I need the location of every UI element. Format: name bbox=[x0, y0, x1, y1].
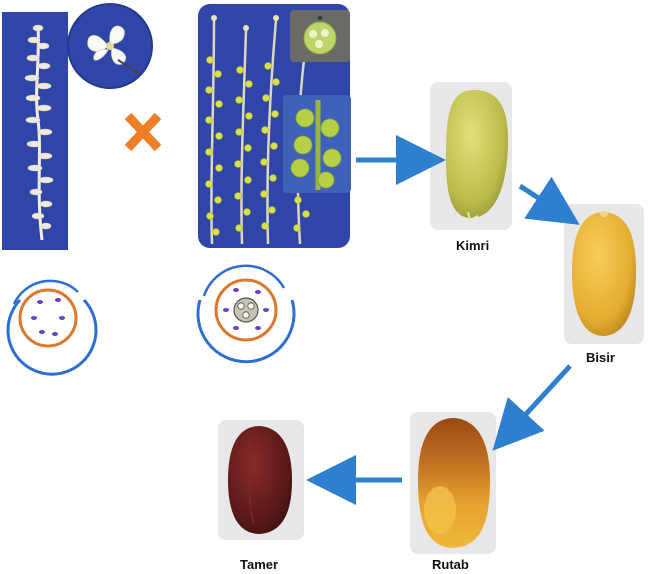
kimri-fruit-image bbox=[430, 82, 512, 230]
female-floral-diagram bbox=[196, 264, 296, 364]
arrow-icon bbox=[518, 176, 580, 225]
male-flower-closeup bbox=[67, 3, 153, 89]
tamer-fruit-image bbox=[218, 420, 304, 540]
kimri-label: Kimri bbox=[456, 238, 490, 253]
arrow-icon bbox=[492, 364, 572, 451]
bisir-label: Bisir bbox=[586, 350, 615, 365]
female-flower-closeup bbox=[290, 10, 350, 62]
cross-icon bbox=[124, 112, 162, 152]
tamer-label: Tamer bbox=[240, 557, 279, 572]
rutab-label: Rutab bbox=[432, 557, 469, 572]
male-inflorescence-panel bbox=[2, 12, 68, 250]
bisir-fruit-image bbox=[564, 204, 644, 344]
male-floral-diagram bbox=[6, 279, 98, 376]
rutab-fruit-image bbox=[410, 412, 496, 554]
fruit-set-closeup bbox=[283, 95, 351, 193]
